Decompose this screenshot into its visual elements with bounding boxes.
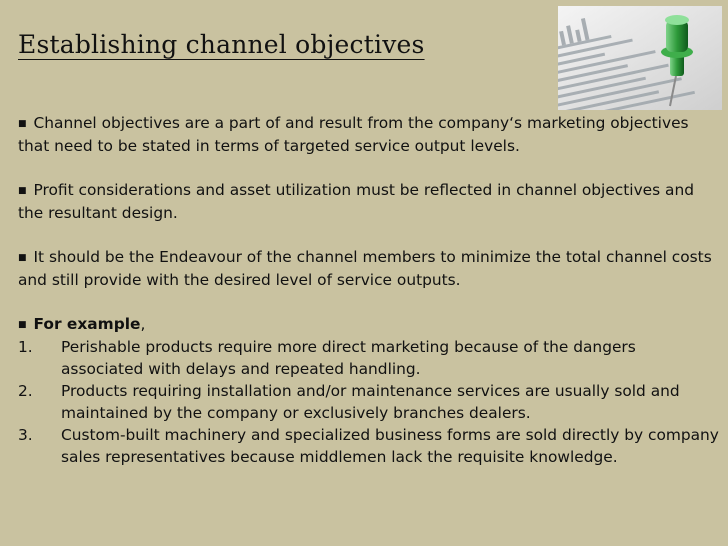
list-number: 2.: [18, 382, 33, 400]
bullet-paragraph: ■Profit considerations and asset utiliza…: [18, 179, 720, 224]
pushpin-chart-photo: [558, 6, 722, 110]
pushpin-icon: [558, 6, 722, 110]
list-number: 1.: [18, 338, 33, 356]
paragraph-text: It should be the Endeavour of the channe…: [18, 248, 712, 289]
square-bullet-icon: ■: [18, 253, 27, 263]
slide-body: ■Channel objectives are a part of and re…: [18, 112, 720, 468]
list-item: 1. Perishable products require more direc…: [18, 336, 720, 380]
slide-title: Establishing channel objectives: [18, 30, 425, 59]
bullet-paragraph: ■Channel objectives are a part of and re…: [18, 112, 720, 157]
bullet-paragraph: ■It should be the Endeavour of the chann…: [18, 246, 720, 291]
example-heading: ■ For example,: [18, 313, 720, 336]
example-suffix: ,: [140, 315, 146, 333]
list-number: 3.: [18, 426, 33, 444]
square-bullet-icon: ■: [18, 186, 27, 196]
square-bullet-icon: ■: [18, 119, 27, 129]
paragraph-text: Channel objectives are a part of and res…: [18, 114, 689, 155]
list-item: 3. Custom-built machinery and specialized…: [18, 424, 720, 468]
example-list: 1. Perishable products require more direc…: [18, 336, 720, 468]
paragraph-text: Profit considerations and asset utilizat…: [18, 181, 695, 222]
list-item-text: Products requiring installation and/or m…: [61, 382, 680, 422]
list-item: 2. Products requiring installation and/or…: [18, 380, 720, 424]
list-item-text: Perishable products require more direct …: [61, 338, 636, 378]
example-label: For example: [33, 315, 141, 333]
square-bullet-icon: ■: [18, 320, 27, 330]
list-item-text: Custom-built machinery and specialized b…: [61, 426, 719, 466]
